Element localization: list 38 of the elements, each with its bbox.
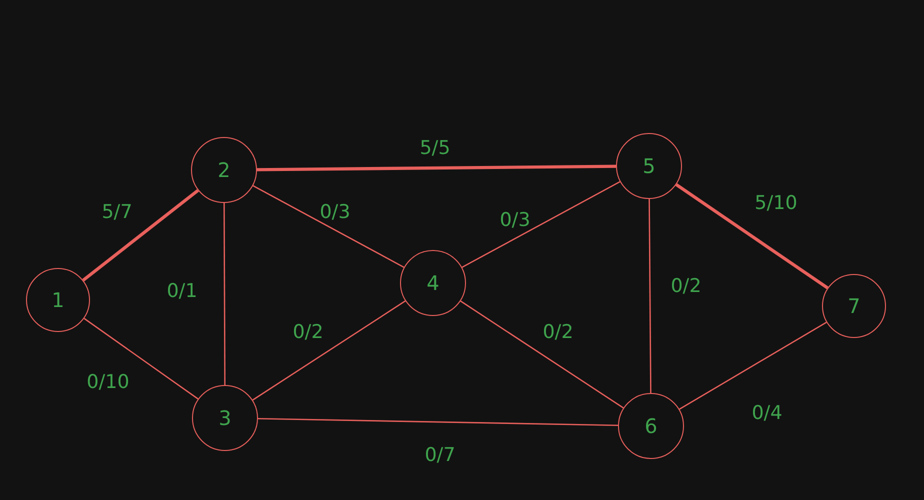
node-number: 7 <box>848 294 860 318</box>
line <box>462 181 620 268</box>
edge-label: 0/7 <box>424 444 456 466</box>
edge-label: 5/5 <box>420 137 450 159</box>
edge-label: 0/3 <box>500 209 530 231</box>
node-circle <box>191 137 257 203</box>
line <box>252 300 406 401</box>
node-circle <box>618 393 684 459</box>
node-number: 3 <box>218 406 232 430</box>
line <box>223 203 226 385</box>
node-number: 1 <box>52 288 64 312</box>
node-circle <box>616 133 682 199</box>
edge-label: 5/10 <box>754 192 798 214</box>
line <box>258 418 618 426</box>
line <box>84 318 198 400</box>
edge-label: 0/10 <box>86 371 130 393</box>
line <box>460 300 624 408</box>
node-number: 2 <box>218 158 230 182</box>
node-circle <box>26 268 90 332</box>
line <box>648 199 652 393</box>
node-number: 5 <box>642 154 656 178</box>
edge-label: 0/2 <box>670 275 702 297</box>
double-line <box>256 164 616 172</box>
double-line <box>82 189 199 282</box>
node-number: 4 <box>426 271 440 295</box>
line <box>252 185 404 268</box>
double-line <box>675 183 828 290</box>
edge-label: 5/7 <box>102 201 132 223</box>
line <box>679 322 827 410</box>
node-circle <box>400 250 466 316</box>
edge-label: 0/1 <box>166 280 198 302</box>
edge-label: 0/2 <box>542 321 574 343</box>
edge-label: 0/3 <box>320 201 350 223</box>
node-circle <box>192 385 258 451</box>
edge-label: 0/4 <box>752 402 782 424</box>
node-circle <box>822 274 886 338</box>
node-number: 6 <box>644 414 658 438</box>
edge-label: 0/2 <box>292 321 324 343</box>
